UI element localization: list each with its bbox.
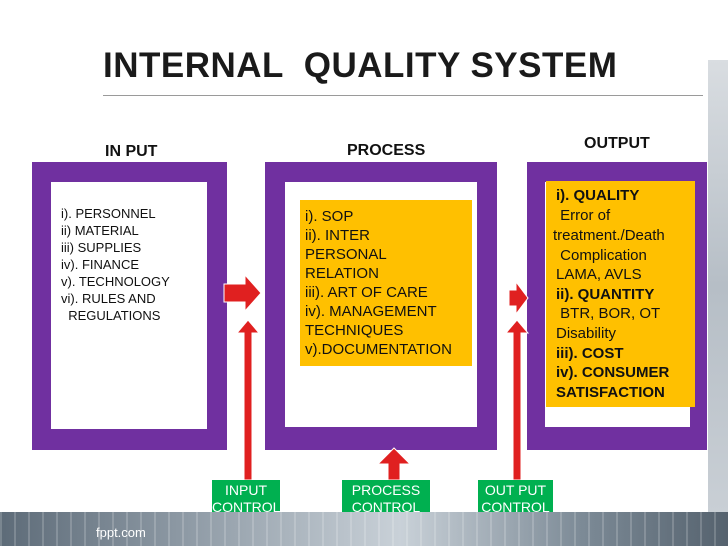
input-item-5: v). TECHNOLOGY — [61, 274, 170, 289]
output-item-10: iv). CONSUMER — [556, 364, 670, 381]
input-frame-inner — [51, 182, 207, 429]
input-item-2: ii) MATERIAL — [61, 223, 139, 238]
process-item-6: iv). MANAGEMENT — [305, 303, 437, 320]
input-item-7: REGULATIONS — [61, 308, 161, 323]
process-item-3: PERSONAL — [305, 246, 387, 263]
header-output: OUTPUT — [584, 135, 650, 152]
output-control-box: OUT PUT CONTROL — [478, 480, 553, 518]
footer-strip — [0, 512, 728, 546]
input-item-6: vi). RULES AND — [61, 291, 156, 306]
process-control-box: PROCESS CONTROL — [342, 480, 430, 518]
footer-watermark: fppt.com — [96, 525, 146, 540]
process-item-1: i). SOP — [305, 208, 354, 225]
output-item-2: Error of — [556, 207, 611, 224]
page-title: INTERNAL QUALITY SYSTEM — [103, 46, 618, 85]
output-control-line1: OUT PUT — [484, 482, 547, 498]
output-highlight — [546, 181, 695, 407]
input-control-box: INPUT CONTROL — [212, 480, 280, 518]
input-item-1: i). PERSONNEL — [61, 206, 156, 221]
process-item-7: TECHNIQUES — [305, 322, 404, 339]
output-item-9: iii). COST — [556, 345, 624, 362]
output-item-11: SATISFACTION — [556, 384, 665, 401]
output-item-6: ii). QUANTITY — [556, 286, 655, 303]
arrow-input-to-process — [223, 273, 262, 313]
arrow-process-to-output — [508, 280, 529, 316]
output-item-4: Complication — [556, 247, 647, 264]
output-item-1: i). QUALITY — [556, 187, 640, 204]
input-item-4: iv). FINANCE — [61, 257, 139, 272]
process-item-2: ii). INTER — [305, 227, 370, 244]
process-item-4: RELATION — [305, 265, 379, 282]
process-control-line1: PROCESS — [351, 482, 421, 498]
process-control-line2: CONTROL — [351, 499, 421, 515]
process-item-5: iii). ART OF CARE — [305, 284, 428, 301]
input-control-line2: CONTROL — [212, 499, 281, 515]
header-input: IN PUT — [105, 143, 158, 160]
process-highlight — [300, 200, 472, 366]
input-frame — [32, 162, 227, 450]
output-item-7: BTR, BOR, OT — [556, 305, 661, 322]
output-control-line2: CONTROL — [481, 499, 550, 515]
process-item-8: v).DOCUMENTATION — [305, 341, 452, 358]
output-item-8: Disability — [556, 325, 617, 342]
header-process: PROCESS — [347, 142, 426, 159]
output-item-3: treatment./Death — [553, 227, 665, 244]
arrow-output-control — [504, 319, 530, 481]
output-item-5: LAMA, AVLS — [556, 266, 642, 283]
input-item-3: iii) SUPPLIES — [61, 240, 142, 255]
title-underline — [103, 95, 703, 96]
arrow-input-control — [235, 319, 261, 481]
input-control-line1: INPUT — [225, 482, 267, 498]
background-strip-right — [708, 60, 728, 512]
arrow-process-control — [376, 447, 412, 481]
